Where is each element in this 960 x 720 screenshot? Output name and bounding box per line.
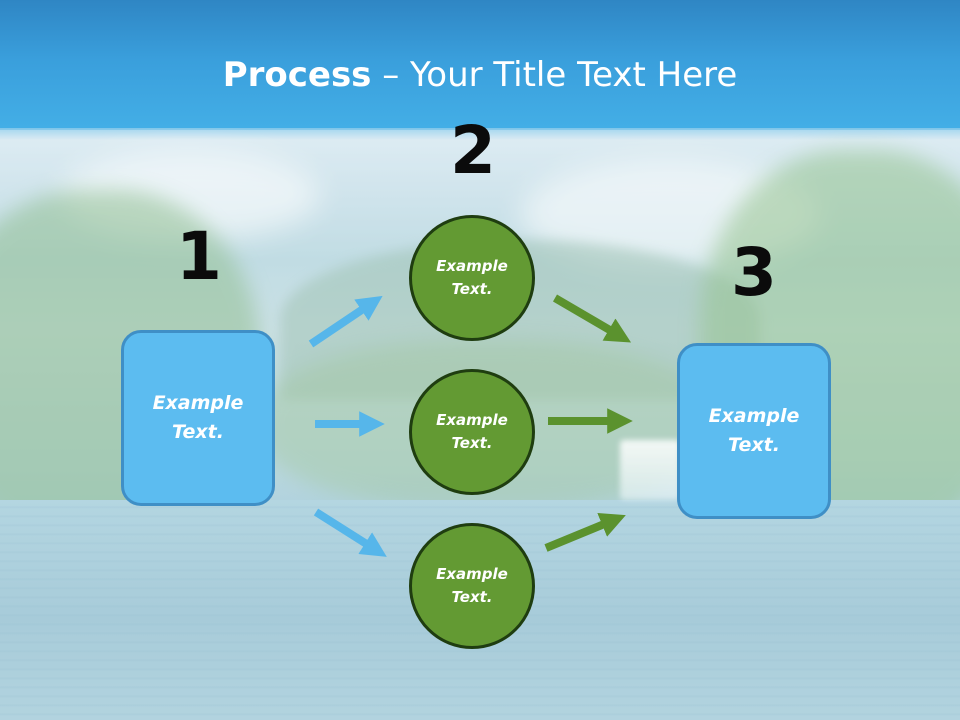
green-arrow-bottom [544,513,626,552]
slide-title: Process – Your Title Text Here [0,52,960,98]
step-number-2: 2 [450,112,496,189]
circle-middle-text: Example Text. [436,411,508,452]
left-box: Example Text. [121,330,275,506]
waterfall [620,440,680,500]
circle-middle: Example Text. [409,369,535,495]
step-number-3: 3 [731,234,777,311]
blue-arrow-up [308,295,383,348]
right-box: Example Text. [677,343,831,519]
green-arrow-top [552,294,632,343]
title-bold: Process [222,55,372,95]
circle-top: Example Text. [409,215,535,341]
title-rest: – Your Title Text Here [371,55,738,95]
blue-arrow-down [313,508,387,557]
left-box-text: Example Text. [152,392,244,443]
circle-bottom-text: Example Text. [436,565,508,606]
right-box-text: Example Text. [708,405,800,456]
step-number-1: 1 [176,218,222,295]
circle-bottom: Example Text. [409,523,535,649]
title-bar [0,0,960,128]
circle-top-text: Example Text. [436,257,508,298]
